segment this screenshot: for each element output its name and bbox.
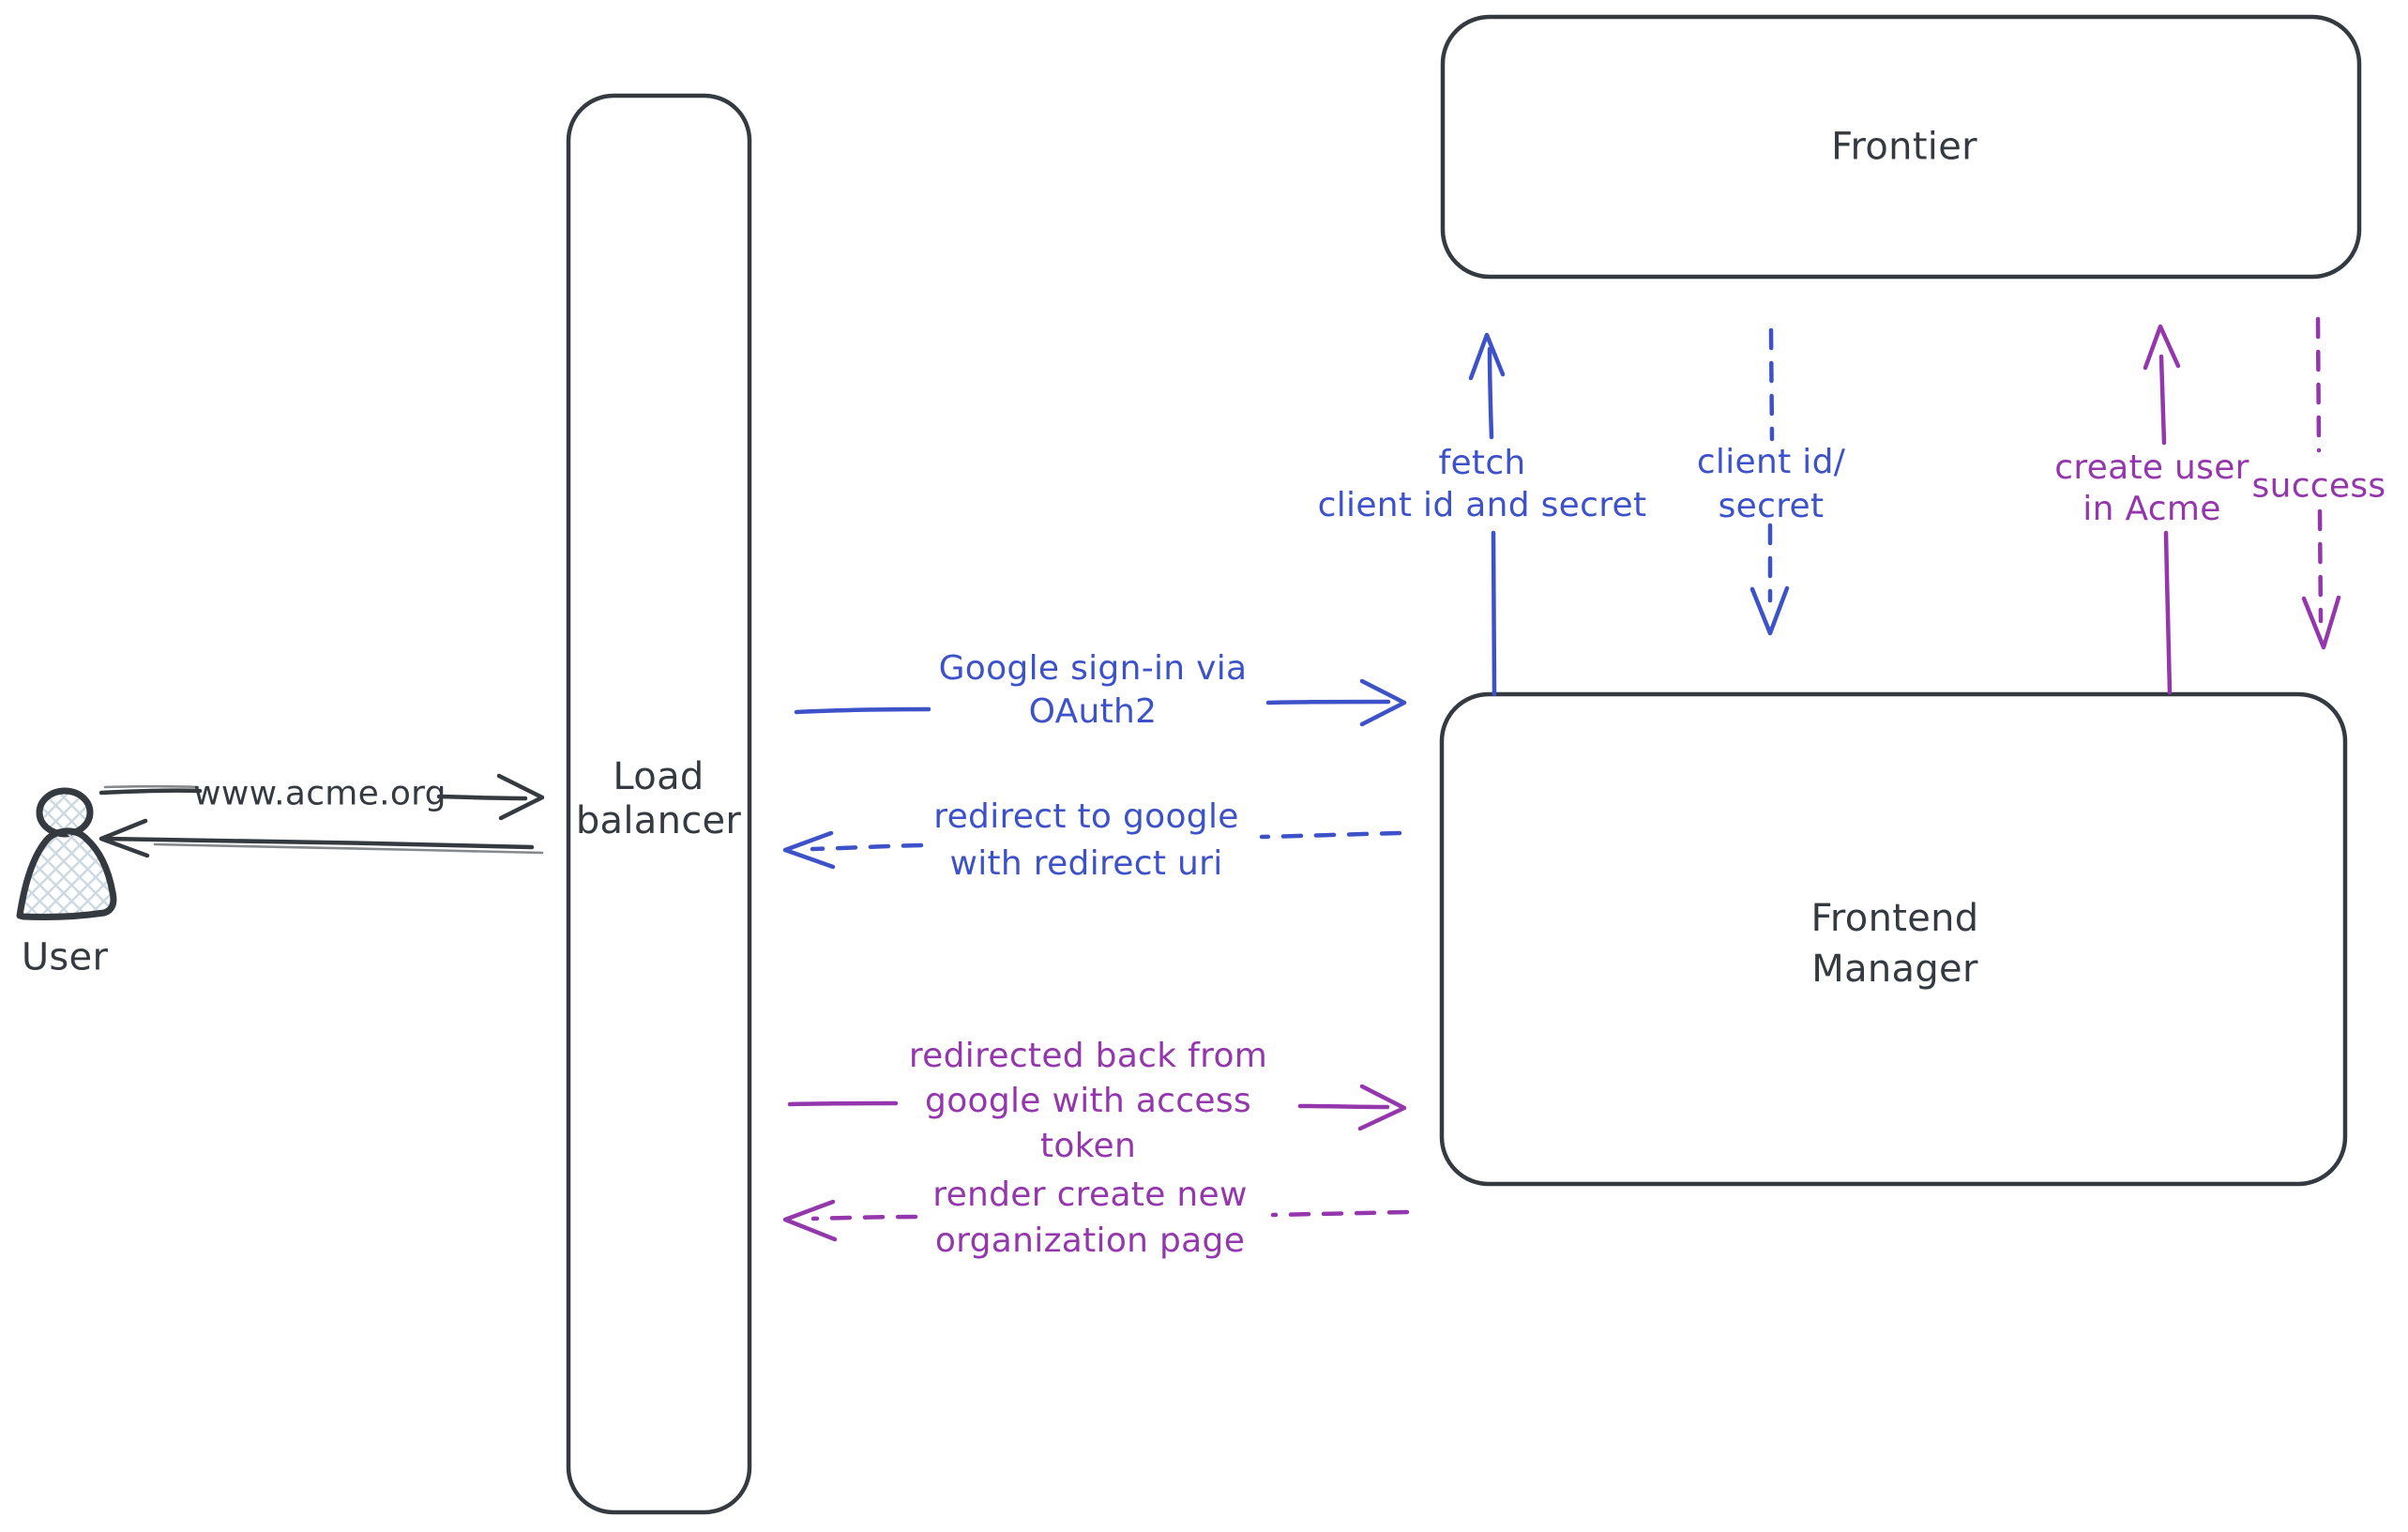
create-user-label: create user in Acme	[2054, 448, 2249, 528]
redirected-back-label: redirected back from google with access …	[908, 1037, 1268, 1165]
arrow-google-signin	[794, 678, 1407, 727]
arrowhead-left	[782, 830, 836, 870]
frontier-label: Frontier	[1831, 125, 1977, 169]
load-balancer-label: Load balancer	[575, 755, 742, 842]
arrow-fetch-credentials	[1468, 332, 1506, 697]
arrow-acme-response	[98, 818, 544, 858]
frontend-manager-box	[1439, 691, 2348, 1187]
arrowhead-right	[496, 773, 545, 821]
arrowhead-left	[98, 818, 150, 858]
arrowhead-left	[782, 1199, 838, 1242]
google-signin-label: Google sign-in via OAuth2	[938, 649, 1248, 731]
frontier-box	[1440, 14, 2362, 280]
arrow-success	[2301, 316, 2341, 650]
client-id-secret-label: client id/ secret	[1696, 443, 1846, 525]
arrow-redirected-back	[787, 1084, 1407, 1131]
frontend-manager-label: Frontend Manager	[1810, 897, 1979, 991]
arrowhead-right	[1359, 678, 1407, 727]
arrowhead-down	[1749, 585, 1790, 636]
load-balancer-box	[566, 93, 752, 1515]
arrowhead-up	[1468, 332, 1506, 381]
user-icon	[16, 787, 117, 920]
arrow-create-user	[2143, 324, 2181, 695]
user-label: User	[21, 935, 109, 979]
arrowhead-up	[2143, 324, 2181, 371]
arrow-render-page	[782, 1199, 1410, 1242]
arrowhead-down	[2301, 595, 2341, 650]
fetch-credentials-label: fetch client id and secret	[1317, 444, 1647, 524]
arrow-redirect-google	[782, 830, 1402, 870]
arrow-acme-request	[98, 773, 545, 821]
arrow-client-id-secret	[1749, 327, 1790, 636]
redirect-google-label: redirect to google with redirect uri	[933, 797, 1239, 883]
arrowhead-right	[1357, 1084, 1407, 1131]
acme-request-label: www.acme.org	[193, 774, 447, 813]
success-label: success	[2251, 466, 2386, 506]
render-page-label: render create new organization page	[932, 1176, 1248, 1260]
